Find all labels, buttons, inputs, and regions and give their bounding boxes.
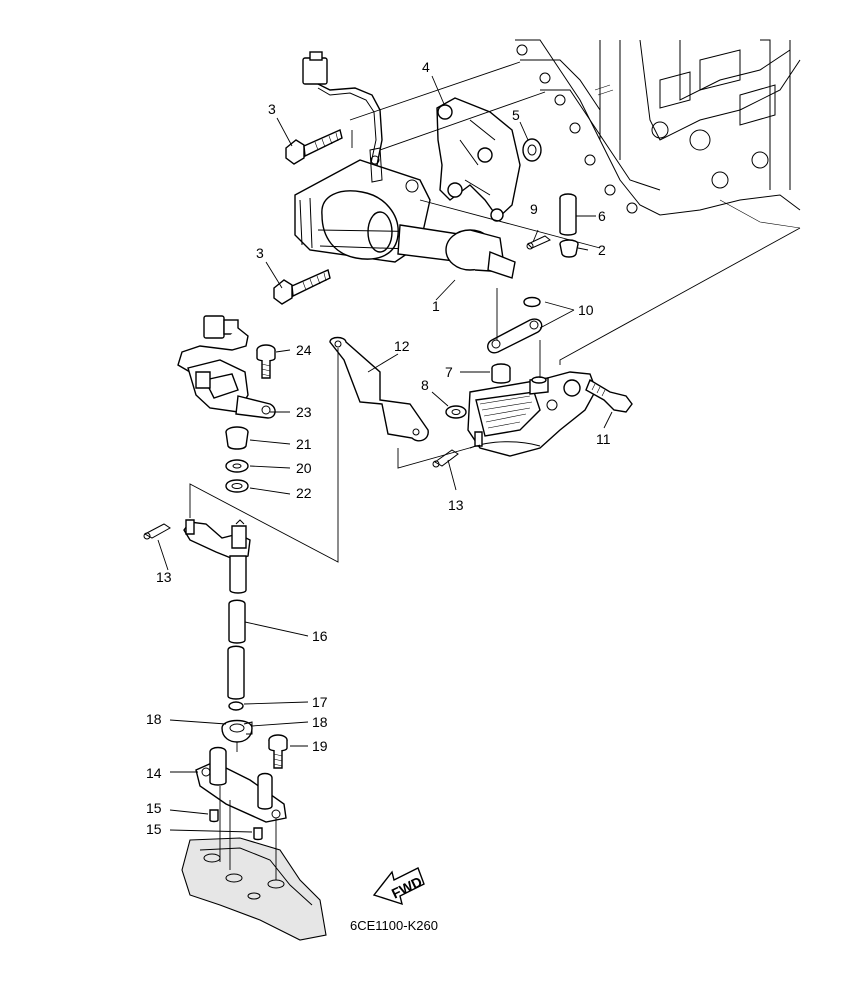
callout-8: 8	[421, 377, 429, 393]
dowel-pin-part-15-a	[209, 809, 219, 823]
link-rod-part-10	[487, 296, 543, 354]
callout-18-right: 18	[312, 714, 328, 730]
callout-11: 11	[596, 431, 611, 447]
callout-10: 10	[578, 302, 594, 318]
fwd-label: FWD	[389, 873, 425, 901]
callout-13-left: 13	[156, 569, 172, 585]
clip-part-13-left	[143, 523, 171, 540]
callout-9: 9	[530, 201, 538, 217]
callout-7: 7	[445, 364, 453, 380]
grommet-part-18	[221, 719, 253, 743]
callout-15-a: 15	[146, 800, 162, 816]
callout-5: 5	[512, 107, 520, 123]
bracket-part-4	[436, 97, 521, 222]
callout-19: 19	[312, 738, 328, 754]
bolt-part-3-lower	[273, 269, 331, 305]
bolt-part-19	[268, 734, 288, 769]
callout-15-b: 15	[146, 821, 162, 837]
callout-22: 22	[296, 485, 312, 501]
bracket-part-14	[195, 746, 287, 823]
plate-part-12	[329, 336, 429, 442]
callout-17: 17	[312, 694, 328, 710]
callout-3-lower: 3	[256, 245, 264, 261]
callout-leaders	[157, 75, 613, 833]
callout-labels: 1 2 3 3 4 5 6 7 8 9 10 11 12 13 13 14 15…	[146, 59, 611, 837]
circlip-part-22	[225, 479, 249, 493]
clip-part-9	[526, 235, 551, 250]
figure-code: 6CE1100-K260	[350, 918, 438, 933]
assembly-lines	[189, 61, 801, 880]
callout-12: 12	[394, 338, 410, 354]
callout-24: 24	[296, 342, 312, 358]
bushing-part-21	[225, 426, 249, 450]
callout-13-right: 13	[448, 497, 464, 513]
bolt-part-24	[256, 344, 276, 379]
lower-casing-outline	[181, 837, 327, 941]
callout-21: 21	[296, 436, 312, 452]
pin-part-6	[559, 193, 577, 236]
bushing-part-7	[491, 363, 511, 384]
sensor-part-23	[177, 315, 276, 419]
callout-18-left: 18	[146, 711, 162, 727]
shift-rod-part-16	[227, 555, 247, 700]
washer-part-20	[225, 459, 249, 473]
callout-2: 2	[598, 242, 606, 258]
shift-actuator-part-1	[294, 51, 516, 279]
callout-4: 4	[422, 59, 430, 75]
collar-part-5	[522, 138, 542, 162]
callout-1: 1	[432, 298, 440, 314]
shift-lever-bracket	[467, 371, 597, 457]
dowel-pin-part-15-b	[253, 827, 263, 841]
callout-6: 6	[598, 208, 606, 224]
collar-part-2	[559, 239, 579, 258]
callout-16: 16	[312, 628, 328, 644]
callout-20: 20	[296, 460, 312, 476]
forward-direction-arrow: FWD	[372, 867, 425, 906]
o-ring-part-17	[228, 701, 244, 711]
callout-23: 23	[296, 404, 312, 420]
engine-block-outline	[515, 39, 801, 229]
callout-3-upper: 3	[268, 101, 276, 117]
callout-14: 14	[146, 765, 162, 781]
washer-part-8	[445, 405, 467, 419]
bolt-part-3-upper	[285, 129, 343, 165]
bolt-part-11	[585, 378, 633, 413]
shift-shaft-lever	[183, 519, 251, 561]
